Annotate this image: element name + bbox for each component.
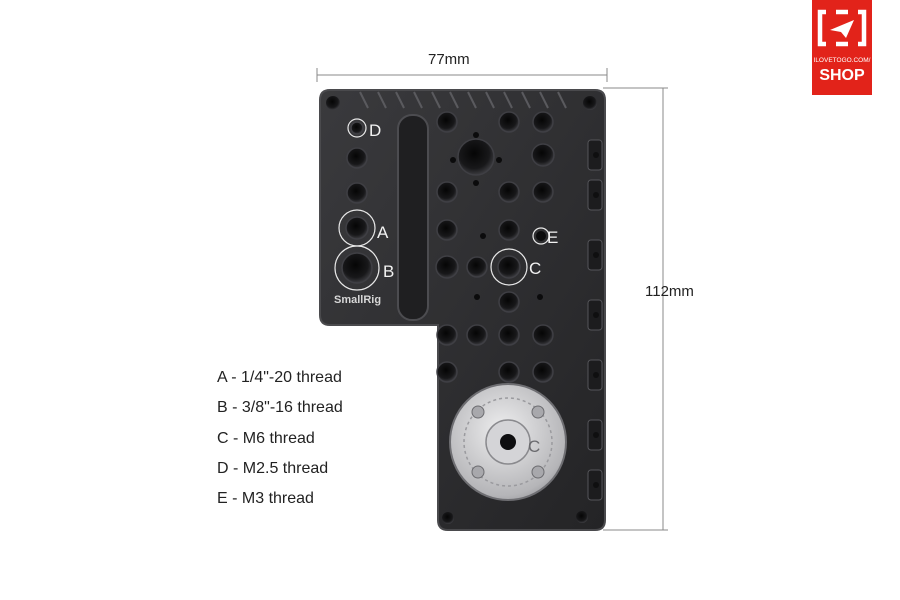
shop-logo-icon: ILOVETOGO.COM/ SHOP — [814, 9, 871, 84]
top-ridges — [359, 91, 567, 109]
callout-circles — [334, 118, 550, 291]
threaded-holes — [341, 111, 555, 383]
legend-item-d: D - M2.5 thread — [217, 459, 329, 477]
callout-a: A — [377, 223, 389, 242]
mounting-slot — [397, 114, 429, 321]
side-thread-holes — [593, 152, 599, 488]
height-dimension-line — [603, 87, 668, 531]
width-dimension-label: 77mm — [428, 51, 470, 68]
thread-legend: A - 1/4"-20 thread B - 3/8"-16 thread C … — [217, 368, 343, 519]
height-dimension-label: 112mm — [645, 283, 694, 300]
arri-rosette — [449, 383, 567, 501]
logo-caption-large: SHOP — [819, 67, 865, 84]
shop-logo: ILOVETOGO.COM/ SHOP — [812, 0, 872, 95]
callout-c: C — [529, 259, 541, 278]
callout-d: D — [369, 121, 381, 140]
width-dimension-line — [316, 68, 608, 82]
small-holes — [450, 132, 546, 300]
legend-item-a: A - 1/4"-20 thread — [217, 369, 342, 386]
callout-e: E — [547, 228, 558, 247]
side-ridges — [587, 139, 603, 501]
legend-item-e: E - M3 thread — [217, 490, 314, 508]
callout-b: B — [383, 262, 394, 281]
logo-caption-small: ILOVETOGO.COM/ — [814, 57, 871, 64]
callout-c-rosette: C — [528, 437, 540, 456]
legend-item-b: B - 3/8"-16 thread — [217, 399, 343, 417]
legend-item-c: C - M6 thread — [217, 429, 315, 447]
corner-holes — [326, 96, 597, 524]
brand-engraving: SmallRig — [334, 294, 381, 306]
